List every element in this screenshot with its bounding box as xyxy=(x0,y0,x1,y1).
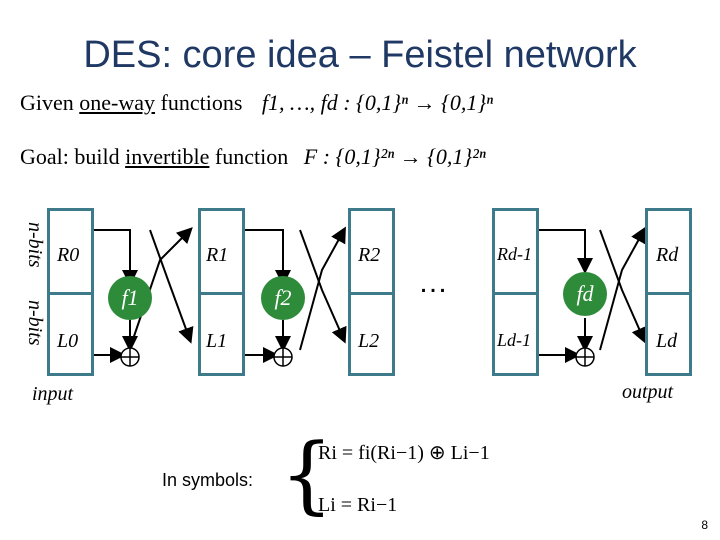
output-label: output xyxy=(622,381,674,403)
page-number: 8 xyxy=(701,518,708,532)
given-suffix: functions xyxy=(155,90,243,115)
register-stage-d xyxy=(645,208,692,376)
given-line: Given one-way functions f1, …, fd : {0,1… xyxy=(20,90,493,116)
cell-r0: R0 xyxy=(57,244,80,266)
cell-r1: R1 xyxy=(206,244,229,266)
ellipsis: … xyxy=(418,266,452,299)
goal-line: Goal: build invertible function F : {0,1… xyxy=(20,144,486,170)
given-underlined: one-way xyxy=(79,90,156,115)
xor-2 xyxy=(273,347,293,367)
wire-xor2-r2 xyxy=(299,226,346,351)
input-label: input xyxy=(32,383,74,405)
register-stage-2 xyxy=(348,208,395,376)
equation-brace: { xyxy=(280,425,334,523)
cell-l2: L2 xyxy=(358,330,380,352)
cell-rd-1: Rd-1 xyxy=(497,244,532,264)
goal-underlined: invertible xyxy=(125,144,210,169)
equation-l: Li = Ri−1 xyxy=(318,494,398,516)
symbols-label: In symbols: xyxy=(162,470,254,490)
goal-suffix: function xyxy=(209,144,289,169)
cell-ld: Ld xyxy=(656,330,678,352)
function-fd: fd xyxy=(563,272,607,316)
cell-ld-1: Ld-1 xyxy=(497,330,532,350)
given-math: f1, …, fd : {0,1}ⁿ → {0,1}ⁿ xyxy=(261,90,494,115)
cell-l1: L1 xyxy=(206,330,228,352)
wire-r1-f2 xyxy=(245,229,291,286)
goal-prefix: Goal: build xyxy=(20,144,126,169)
equation-r: Ri = fi(Ri−1) ⊕ Li−1 xyxy=(318,442,490,464)
xor-d xyxy=(575,347,595,367)
cell-rd: Rd xyxy=(656,244,679,266)
given-prefix: Given xyxy=(20,90,80,115)
xor-1 xyxy=(120,347,140,367)
wire-xord-rd xyxy=(599,226,646,351)
cell-l0: L0 xyxy=(57,330,79,352)
wire-r1-l2 xyxy=(299,229,347,344)
register-stage-d-1 xyxy=(492,208,539,376)
wire-rd1-fd xyxy=(528,229,593,274)
wire-r0-l1 xyxy=(149,229,194,344)
cell-r2: R2 xyxy=(358,244,381,266)
function-f1: f1 xyxy=(108,276,152,320)
slide-title: DES: core idea – Feistel network xyxy=(83,34,637,76)
wire-r0-f1 xyxy=(93,229,138,286)
goal-math: F : {0,1}²ⁿ → {0,1}²ⁿ xyxy=(303,144,486,169)
wire-rd1-ld xyxy=(599,229,647,344)
function-f2: f2 xyxy=(261,276,305,320)
register-stage-0 xyxy=(47,208,94,376)
register-stage-1 xyxy=(198,208,245,376)
